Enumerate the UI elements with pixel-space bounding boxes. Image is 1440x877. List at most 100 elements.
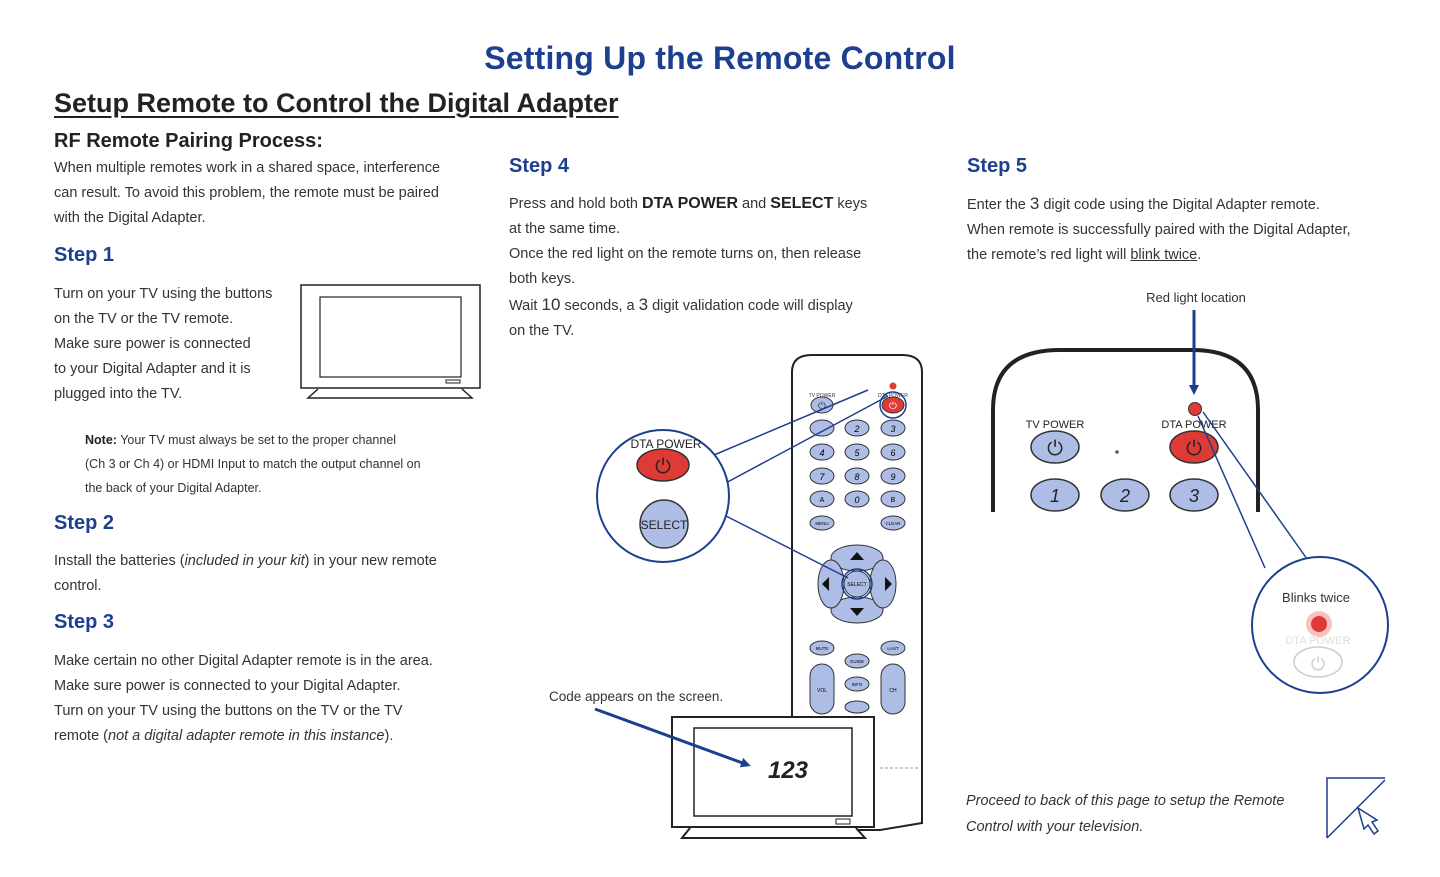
note-line: the back of your Digital Adapter. xyxy=(85,481,262,495)
step2-text: Install the batteries (included in your … xyxy=(54,549,494,599)
red-light-caption: Red light location xyxy=(1146,290,1246,305)
intro-line: with the Digital Adapter. xyxy=(54,210,206,226)
step1-line: plugged into the TV. xyxy=(54,386,183,402)
last-label: LAST xyxy=(887,646,899,651)
rf-pairing-title: RF Remote Pairing Process: xyxy=(54,130,323,152)
svg-text:5: 5 xyxy=(854,448,860,458)
tv-power-button xyxy=(1030,430,1080,464)
step5-text: Enter the 3 digit code using the Digital… xyxy=(967,191,1407,268)
step4-text: Press and hold both DTA POWER and SELECT… xyxy=(509,191,929,344)
step4-number: 10 xyxy=(541,295,561,314)
key-zero-label: 0 xyxy=(854,495,859,505)
step1-line: to your Digital Adapter and it is xyxy=(54,361,251,377)
svg-text:8: 8 xyxy=(854,472,859,482)
step3-text: Make certain no other Digital Adapter re… xyxy=(54,649,494,749)
dta-power-label: DTA POWER xyxy=(630,437,701,451)
key-2-button xyxy=(1100,478,1150,512)
step2-emphasis: included in your kit xyxy=(184,553,305,569)
tv-illustration xyxy=(300,284,481,399)
red-light xyxy=(889,382,897,390)
footer-line: Proceed to back of this page to setup th… xyxy=(966,793,1285,809)
next-page-icon xyxy=(1326,777,1386,839)
red-light xyxy=(1188,402,1202,416)
dta-power-faded-label: DTA POWER xyxy=(1285,635,1350,647)
svg-text:7: 7 xyxy=(819,472,825,482)
step5-text-part: the remote’s red light will xyxy=(967,247,1131,263)
step4-text-part: and xyxy=(738,196,771,212)
keypad: 2 3 4 5 6 7 8 9 A 0 B MENU CLEAR xyxy=(809,419,906,531)
svg-text:4: 4 xyxy=(819,448,824,458)
step5-text-part: Enter the xyxy=(967,197,1030,213)
key-1-label: 1 xyxy=(1050,486,1060,506)
code-caption: Code appears on the screen. xyxy=(549,689,723,704)
step2-text-part: ) in your new remote xyxy=(304,553,437,569)
key-3-label: 3 xyxy=(1189,486,1199,506)
step2-text-part: Install the batteries ( xyxy=(54,553,185,569)
blink-twice-underlined: blink twice xyxy=(1130,247,1198,263)
key-1-button xyxy=(1030,478,1080,512)
remote-top-illustration: Red light location TV POWER DTA POWER ⏻ … xyxy=(991,290,1389,694)
step3-line: Turn on your TV using the buttons on the… xyxy=(54,703,403,719)
remote-illustration: TV POWER DTA POWER ⏻ ⏻ 2 3 4 5 6 7 8 9 xyxy=(791,354,923,831)
arrow-icon xyxy=(594,707,751,768)
remote-tv-power-label: TV POWER xyxy=(809,393,836,399)
tv-power-label: TV POWER xyxy=(1026,419,1085,431)
step4-number: 3 xyxy=(638,295,649,314)
power-icon: ⏻ xyxy=(1047,438,1063,460)
note-line: Your TV must always be set to the proper… xyxy=(116,433,397,447)
svg-text:2: 2 xyxy=(853,424,859,434)
code-tv: Code appears on the screen. 123 xyxy=(549,689,875,839)
step4-text-part: seconds, a xyxy=(560,298,639,314)
step4-text-part: keys xyxy=(833,196,868,212)
info-label: INFO xyxy=(852,682,863,687)
key-a-label: A xyxy=(820,497,825,504)
step1-text: Turn on your TV using the buttons on the… xyxy=(54,282,304,407)
footer-note: Proceed to back of this page to setup th… xyxy=(966,788,1326,840)
step5-heading: Step 5 xyxy=(967,155,1028,177)
remote-dta-power-button xyxy=(881,396,905,414)
step4-text-part: Wait xyxy=(509,298,542,314)
dta-power-button xyxy=(1169,430,1219,464)
step4-key-name: SELECT xyxy=(770,195,834,212)
dta-power-button-zoom xyxy=(636,448,690,482)
intro-line: can result. To avoid this problem, the r… xyxy=(54,185,439,201)
step4-text-part: digit validation code will display xyxy=(648,298,853,314)
step4-line: both keys. xyxy=(509,271,576,287)
power-icon: ⏻ xyxy=(818,401,826,412)
blinks-twice-label: Blinks twice xyxy=(1282,590,1350,605)
ch-label: CH xyxy=(889,688,897,694)
select-label-zoom: SELECT xyxy=(641,518,688,532)
step2-heading: Step 2 xyxy=(54,512,115,534)
key-2-label: 2 xyxy=(1119,486,1130,506)
remote-dta-power-label: DTA POWER xyxy=(878,393,908,399)
key-3-button xyxy=(1169,478,1219,512)
step1-line: Turn on your TV using the buttons xyxy=(54,286,273,302)
page-title: Setting Up the Remote Control xyxy=(484,40,956,76)
blinking-light xyxy=(1311,616,1327,632)
clear-label: CLEAR xyxy=(885,521,901,526)
note-paragraph: Note: Your TV must always be set to the … xyxy=(85,428,485,500)
svg-text:3: 3 xyxy=(890,424,895,434)
lower-buttons: MUTE LAST GUIDE INFO VOL CH xyxy=(809,640,918,769)
key-b-label: B xyxy=(891,497,896,504)
dta-power-label: DTA POWER xyxy=(1161,419,1226,431)
power-icon: ⏻ xyxy=(1311,654,1325,674)
svg-text:9: 9 xyxy=(890,472,895,482)
section-title: Setup Remote to Control the Digital Adap… xyxy=(54,88,619,118)
step5-number: 3 xyxy=(1029,194,1040,213)
step4-line: Once the red light on the remote turns o… xyxy=(509,246,862,262)
step4-heading: Step 4 xyxy=(509,155,570,177)
step3-line: Make sure power is connected to your Dig… xyxy=(54,678,401,694)
intro-paragraph: When multiple remotes work in a shared s… xyxy=(54,156,494,231)
validation-code: 123 xyxy=(768,757,809,784)
note-label: Note: xyxy=(85,433,117,447)
note-line: (Ch 3 or Ch 4) or HDMI Input to match th… xyxy=(85,457,421,471)
step4-line: at the same time. xyxy=(509,221,621,237)
menu-label: MENU xyxy=(815,521,828,526)
footer-line: Control with your television. xyxy=(966,819,1144,835)
vol-label: VOL xyxy=(817,688,827,694)
step5-line: When remote is successfully paired with … xyxy=(967,222,1351,238)
step3-line: Make certain no other Digital Adapter re… xyxy=(54,653,433,669)
select-label: SELECT xyxy=(847,582,866,588)
select-button-zoom xyxy=(639,499,689,549)
